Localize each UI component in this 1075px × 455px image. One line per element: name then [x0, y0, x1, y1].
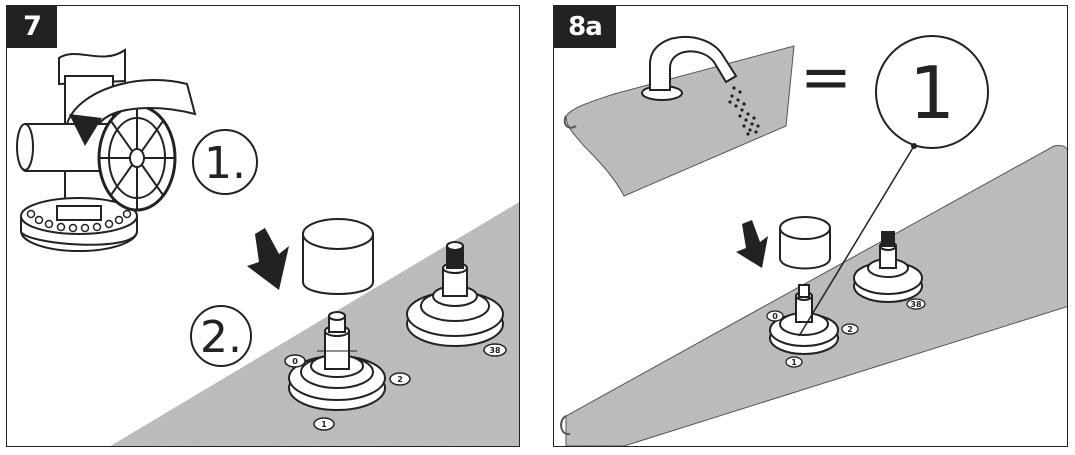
main-countertop	[560, 145, 1067, 446]
svg-text:1: 1	[321, 420, 327, 429]
knob-front-labels-8a: 0 1 2	[766, 310, 859, 368]
water-flow	[728, 86, 760, 136]
cartridge-knob-front	[288, 311, 386, 411]
cartridge-knob-front-8a	[769, 284, 839, 355]
svg-text:2: 2	[847, 325, 853, 334]
knob-front-labels: 0 1 2	[284, 354, 411, 431]
svg-text:0: 0	[292, 357, 298, 366]
svg-text:0: 0	[772, 312, 778, 321]
countertop-surface	[110, 202, 519, 446]
step-2-text: 2.	[200, 312, 242, 363]
svg-text:38: 38	[489, 346, 501, 355]
spout-countertop	[563, 45, 795, 197]
cartridge-knob-back-8a	[853, 231, 923, 303]
knob-back-label-8a: 38	[906, 298, 926, 310]
panel-step-8a: 8a =	[553, 5, 1068, 447]
step-2-marker: 2.	[190, 305, 252, 367]
cap-cylinder	[302, 218, 374, 295]
svg-text:2: 2	[397, 375, 403, 384]
step-1-text: 1.	[204, 138, 246, 189]
close-rotation-arrow	[65, 79, 197, 146]
callout-leader-line	[798, 145, 915, 337]
callout-number: 1	[909, 51, 955, 135]
cap-cylinder-8a	[779, 216, 831, 270]
step-badge-7: 7	[7, 6, 57, 48]
step-1-marker: 1.	[192, 129, 258, 195]
cartridge-knob-back	[406, 241, 504, 347]
step-7-illustration: 1. 2. 0	[16, 48, 519, 446]
equals-sign: =	[800, 40, 852, 113]
step-badge-8a: 8a	[554, 6, 616, 48]
down-arrow	[247, 228, 289, 290]
svg-text:38: 38	[910, 300, 922, 309]
svg-text:1: 1	[791, 358, 797, 367]
panel-step-7: 7	[6, 5, 520, 447]
faucet-spout	[641, 35, 738, 101]
down-arrow-8a	[736, 220, 768, 268]
step-8a-illustration: = 1 0 1	[560, 35, 1067, 446]
knob-back-label: 38	[483, 343, 507, 357]
callout-circle: 1	[875, 35, 989, 149]
